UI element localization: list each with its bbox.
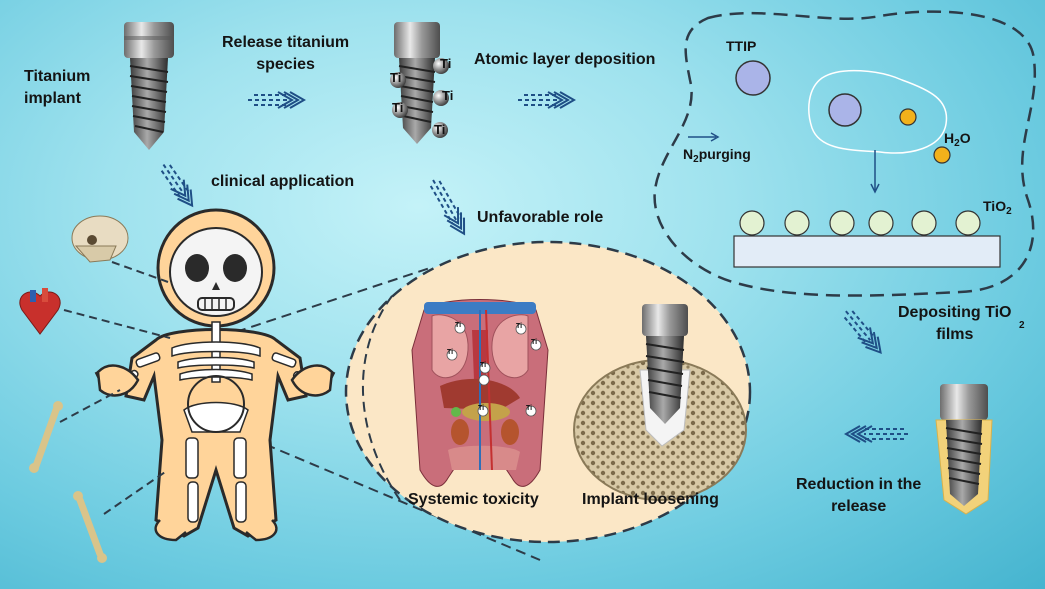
- ti-label: Ti: [442, 88, 454, 103]
- torso-ti-label: Ti: [531, 339, 538, 346]
- depositing-subscript: 2: [1019, 320, 1025, 331]
- h2o-h: H: [944, 130, 955, 146]
- skeleton-figure: [94, 208, 336, 542]
- ti-label: Ti: [392, 100, 404, 115]
- label-implant-loosening: Implant loosening: [582, 491, 719, 508]
- tio2-tio: TiO: [983, 198, 1007, 214]
- ti-label: Ti: [434, 122, 446, 137]
- label-titanium-implant: Titanium implant: [24, 68, 91, 107]
- heart-icon: [19, 288, 61, 335]
- h2o-molecule-2: [933, 146, 951, 164]
- arrow-release-to-ald: [518, 91, 575, 109]
- label-release-species: Release titanium species: [222, 34, 350, 73]
- arrow-clinical-application: [160, 164, 200, 212]
- titanium-implant-icon: [124, 22, 174, 150]
- arrow-unfavorable-role: [429, 179, 472, 239]
- n2-purging-text: purging: [698, 146, 751, 162]
- bone-implant-illustration: [573, 304, 747, 501]
- torso-ti-label: Ti: [455, 322, 462, 329]
- label-clinical-application: clinical application: [211, 173, 355, 190]
- reaction-cloud-outline: [808, 69, 948, 154]
- coated-implant-icon: [935, 384, 993, 515]
- ald-region-outline: [653, 10, 1037, 297]
- tio2-subscript: 2: [1006, 206, 1012, 217]
- n2-n: N: [683, 146, 694, 162]
- torso-ti-label: Ti: [480, 362, 487, 369]
- label-h2o: H2O: [944, 128, 971, 154]
- ttip-molecule: [735, 60, 771, 96]
- h2o-o: O: [959, 130, 971, 146]
- label-unfavorable-role: Unfavorable role: [477, 209, 604, 226]
- zoom-oval-inner-arc: [362, 295, 401, 501]
- torso-anatomy-illustration: [411, 299, 549, 487]
- n2-purge-arrow: [688, 132, 720, 142]
- arrow-reduction-release: [845, 425, 908, 443]
- label-systemic-toxicity: Systemic toxicity: [408, 491, 539, 508]
- label-n2-purging: N2purging: [683, 144, 751, 170]
- arrow-depositing-films: [843, 310, 888, 359]
- zoom-connector-lines: [235, 267, 541, 561]
- bone-icon-1: [29, 401, 63, 473]
- torso-ti-label: Ti: [516, 323, 523, 330]
- torso-ti-label: Ti: [478, 405, 485, 412]
- deposition-down-arrow: [870, 150, 880, 194]
- n2-subscript: 2: [693, 154, 699, 165]
- label-reduction-release: Reduction in the release: [796, 476, 922, 515]
- releasing-implant-icon: [390, 22, 449, 144]
- label-ttip: TTIP: [726, 38, 757, 54]
- torso-ti-label: Ti: [447, 349, 454, 356]
- substrate: [733, 235, 1001, 268]
- label-ald: Atomic layer deposition: [474, 51, 656, 68]
- skull-icon: [71, 215, 129, 263]
- torso-ti-label: Ti: [526, 405, 533, 412]
- h2o-molecule: [899, 108, 917, 126]
- organ-connector-lines: [59, 261, 171, 515]
- bone-icon-2: [73, 491, 107, 563]
- ti-label: Ti: [440, 56, 452, 71]
- tio2-film-layer: [739, 210, 981, 236]
- label-tio2: TiO2: [983, 196, 1012, 222]
- ti-label: Ti: [390, 70, 402, 85]
- arrow-implant-to-release: [248, 91, 305, 109]
- ttip-molecule-reacting: [828, 93, 862, 127]
- label-depositing-films: Depositing TiO films: [898, 304, 1012, 343]
- h2o-subscript: 2: [954, 138, 960, 149]
